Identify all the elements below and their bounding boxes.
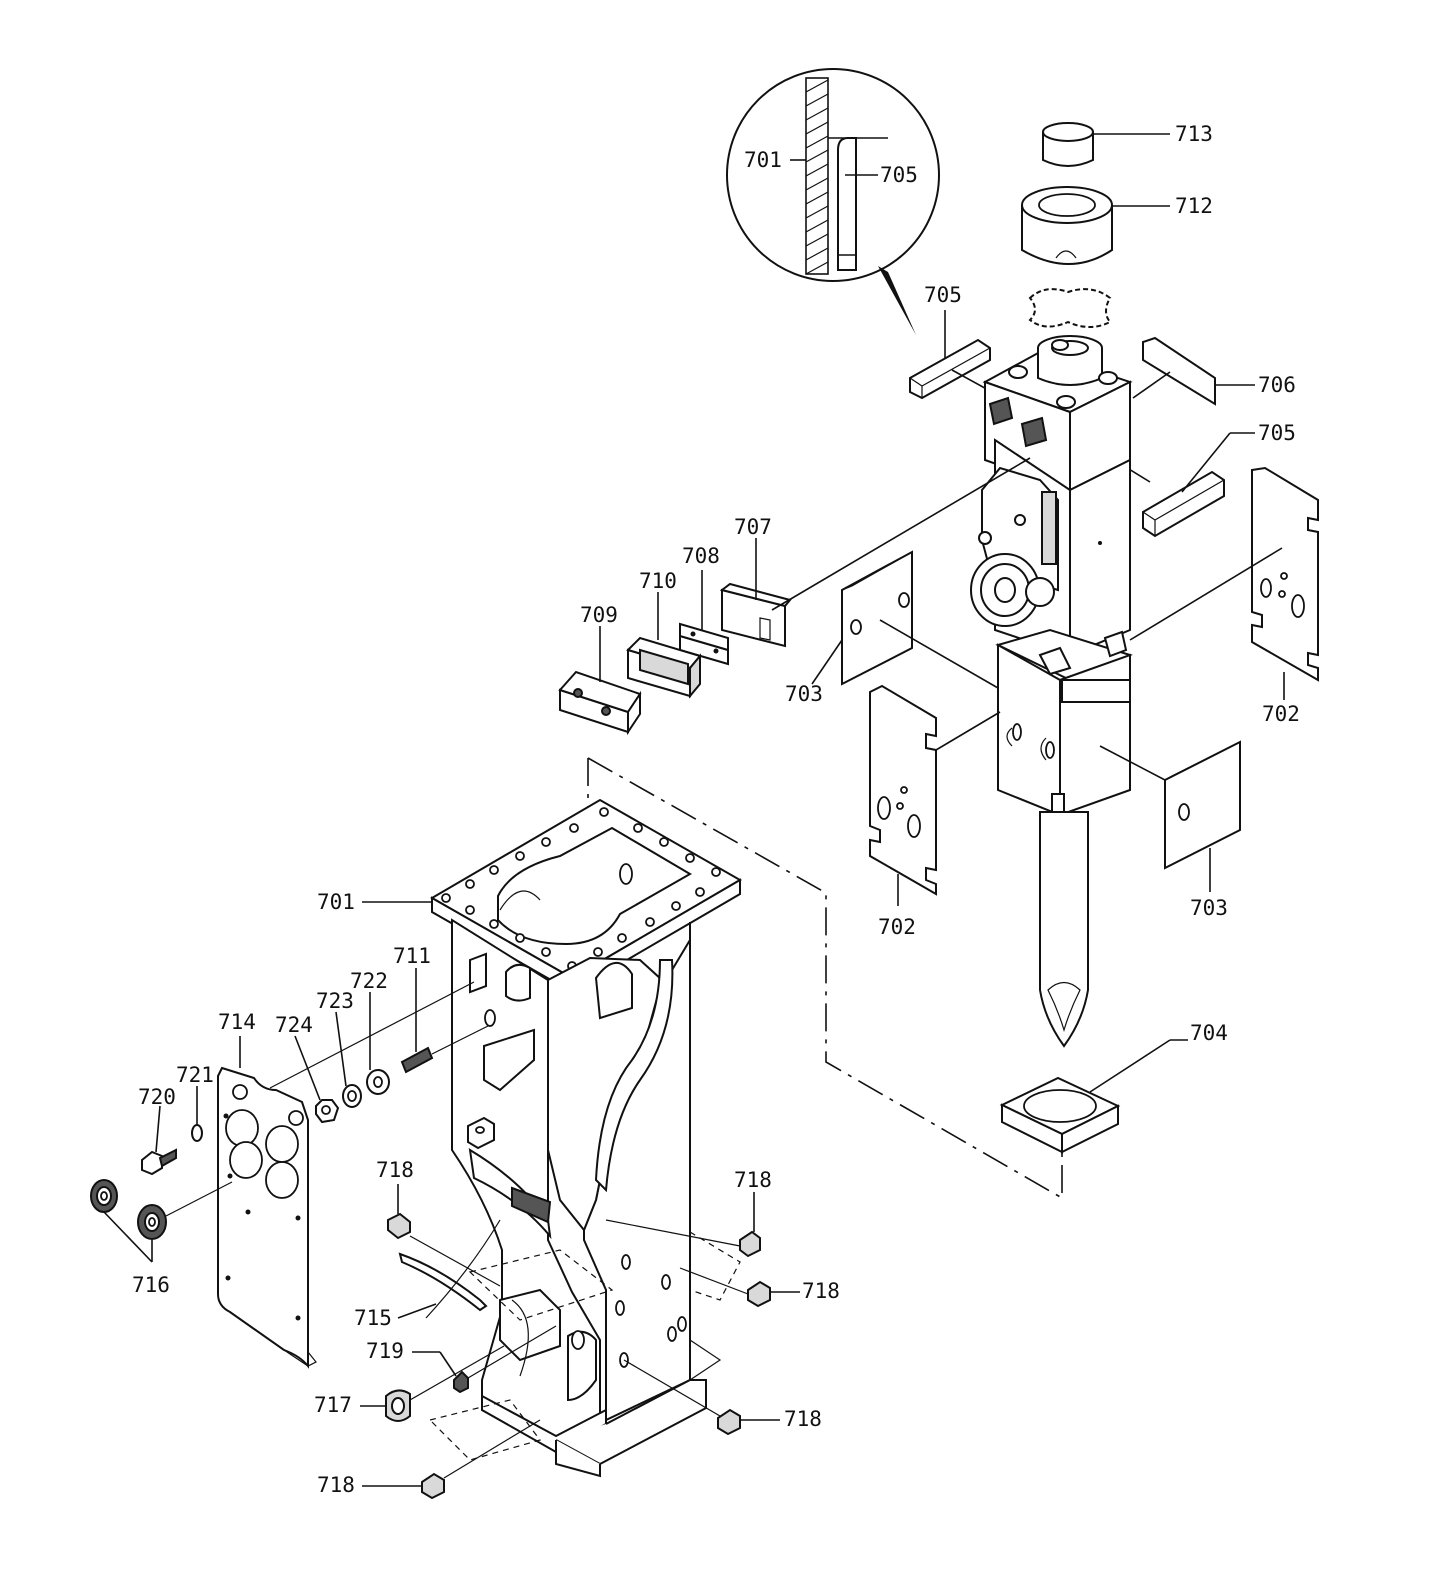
- label-702-right: 702: [1262, 702, 1300, 726]
- detail-inset: 701 705: [726, 68, 940, 335]
- hammer-body: [970, 335, 1133, 1048]
- label-717: 717: [314, 1393, 352, 1417]
- bolt-720: 720: [138, 1085, 177, 1176]
- label-705-top: 705: [924, 283, 962, 307]
- block-709: 709: [558, 603, 642, 736]
- label-718-e: 718: [317, 1473, 355, 1497]
- label-714: 714: [218, 1010, 256, 1034]
- label-704: 704: [1190, 1021, 1228, 1045]
- cap-713: 713: [1042, 122, 1213, 167]
- label-703-right: 703: [1190, 896, 1228, 920]
- label-715: 715: [354, 1306, 392, 1330]
- plug-718-right-bottom: 718: [623, 1359, 822, 1436]
- wear-plate-707: 707: [719, 457, 1031, 648]
- washer-721: 721: [176, 1063, 214, 1142]
- plug-718-left-top: 718: [376, 1158, 501, 1287]
- bushing-704: 704: [999, 1021, 1228, 1154]
- label-718-b: 718: [734, 1168, 772, 1192]
- detail-hatching: [805, 79, 829, 275]
- side-plate-702-right: 702: [1129, 466, 1319, 726]
- label-716: 716: [132, 1273, 170, 1297]
- label-720: 720: [138, 1085, 176, 1109]
- plug-718-bottom: 718: [317, 1419, 541, 1500]
- side-pad-705-top: 705: [909, 283, 993, 400]
- label-718-c: 718: [802, 1279, 840, 1303]
- screen-plate-714: 714: [217, 1010, 317, 1369]
- label-721: 721: [176, 1063, 214, 1087]
- bracket-701: 701: [317, 798, 742, 1478]
- plug-718-right-mid: 718: [679, 1267, 840, 1308]
- label-706: 706: [1258, 373, 1296, 397]
- clip-715: 715: [354, 1219, 501, 1330]
- label-710: 710: [639, 569, 677, 593]
- label-719: 719: [366, 1339, 404, 1363]
- label-712: 712: [1175, 194, 1213, 218]
- label-inset-705: 705: [880, 163, 918, 187]
- label-724: 724: [275, 1013, 313, 1037]
- detail-liner-section: [837, 137, 857, 271]
- label-707: 707: [734, 515, 772, 539]
- detail-pointer-arrow: [878, 266, 916, 335]
- chisel: [1039, 811, 1089, 1048]
- label-722: 722: [350, 969, 388, 993]
- side-plate-702-left: 702: [869, 684, 1001, 939]
- label-723: 723: [316, 989, 354, 1013]
- side-pad-706: 706: [1132, 336, 1296, 406]
- side-plate-703-left: 703: [785, 550, 999, 706]
- side-pad-705-right: 705: [1097, 421, 1296, 538]
- label-702-left: 702: [878, 915, 916, 939]
- label-708: 708: [682, 544, 720, 568]
- cushion-gasket: [1028, 288, 1112, 328]
- detail-circle: [726, 68, 940, 282]
- label-701: 701: [317, 890, 355, 914]
- label-718-d: 718: [784, 1407, 822, 1431]
- side-plate-703-right: 703: [1099, 740, 1241, 920]
- lock-washer-723: 723: [316, 989, 362, 1108]
- pin-719: 719: [366, 1325, 557, 1394]
- washer-722: 722: [350, 969, 390, 1095]
- label-inset-701: 701: [744, 148, 782, 172]
- label-711: 711: [393, 944, 431, 968]
- rubber-mount-716: 716: [90, 1179, 233, 1297]
- label-705-right: 705: [1258, 421, 1296, 445]
- plug-718-right-top: 718: [605, 1168, 772, 1258]
- label-713: 713: [1175, 122, 1213, 146]
- cushion-ring-712: 712: [1021, 186, 1213, 265]
- label-718-a: 718: [376, 1158, 414, 1182]
- bushing-717: 717: [314, 1345, 505, 1422]
- wedge-710: 710: [626, 569, 702, 699]
- wear-plate-708: 708: [679, 544, 729, 666]
- label-709: 709: [580, 603, 618, 627]
- label-703-left: 703: [785, 682, 823, 706]
- stud-711: 711: [393, 944, 489, 1074]
